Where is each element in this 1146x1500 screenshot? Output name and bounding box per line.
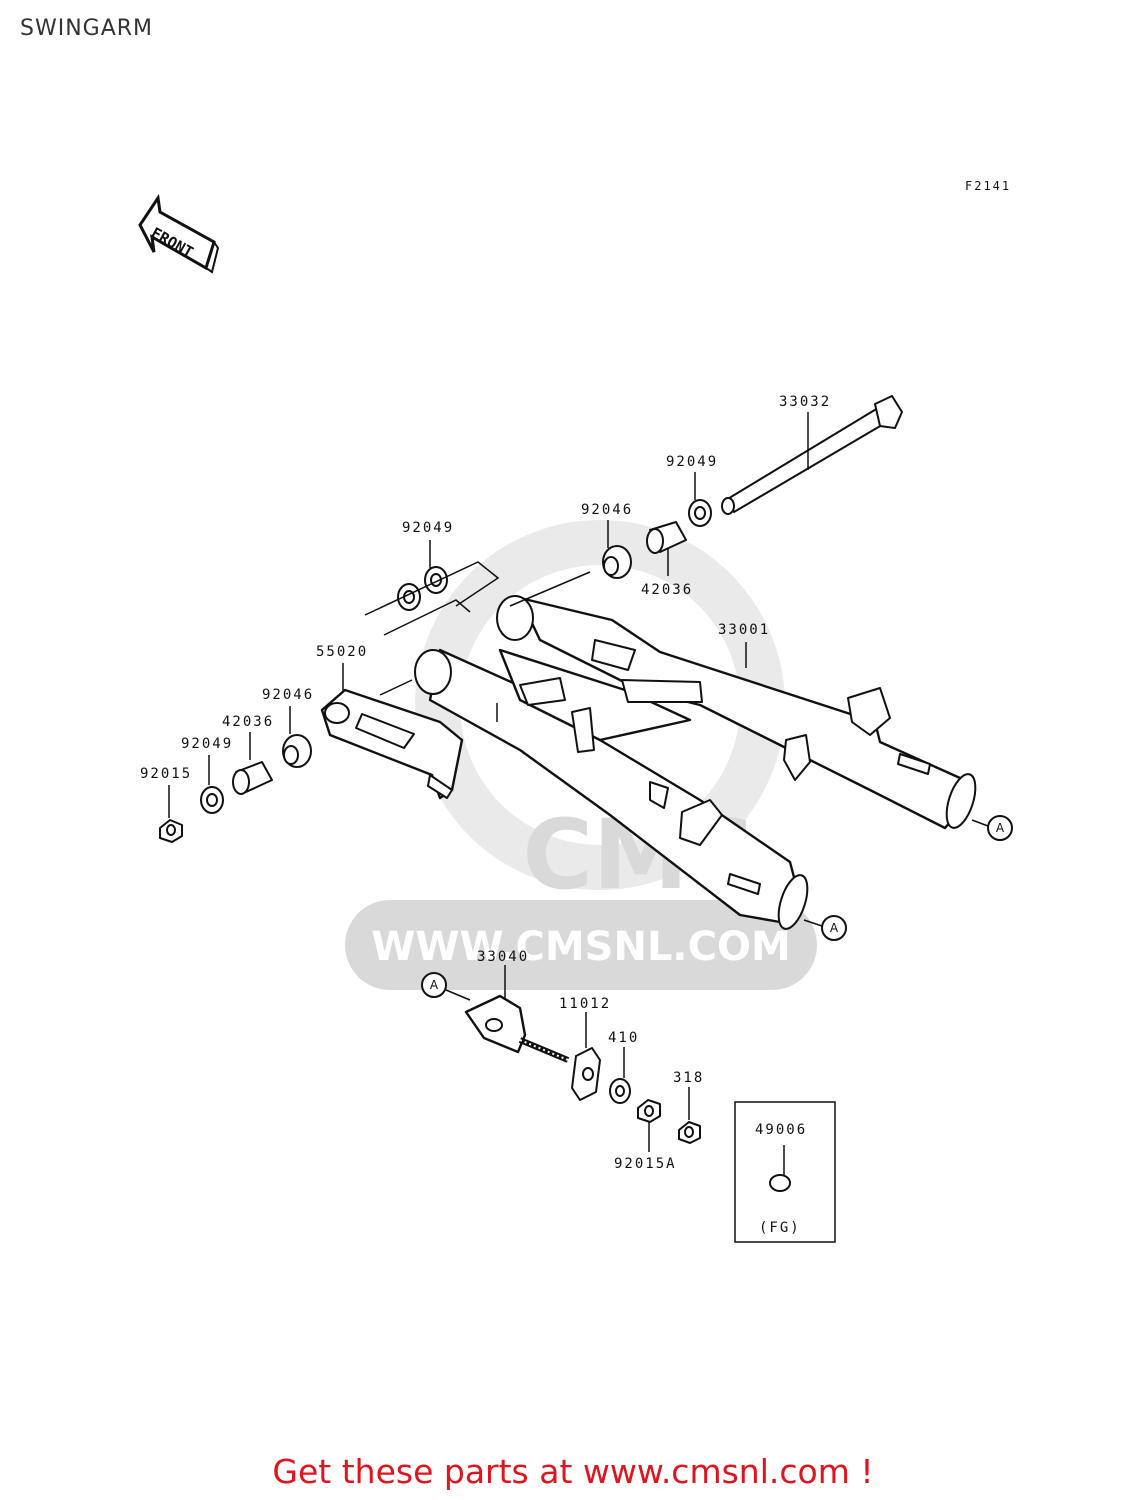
part-label-318: 318 bbox=[673, 1070, 704, 1086]
left-cap-lower bbox=[200, 786, 224, 814]
ref-marker-adjuster: A bbox=[430, 978, 439, 992]
ref-marker-circle bbox=[987, 815, 1013, 841]
part-label-92049: 92049 bbox=[666, 454, 718, 470]
left-sleeve bbox=[232, 761, 273, 795]
part-label-92015A: 92015A bbox=[614, 1156, 677, 1172]
figure-code: F2141 bbox=[965, 179, 1011, 193]
part-label-410: 410 bbox=[608, 1030, 639, 1046]
part-label-33032: 33032 bbox=[779, 394, 831, 410]
swingarm-frame bbox=[414, 595, 977, 930]
axle-bolt bbox=[721, 395, 903, 515]
part-label-92049-left-upper: 92049 bbox=[402, 520, 454, 536]
adjuster-nut bbox=[678, 1121, 701, 1144]
watermark-url: WWW.CMSNL.COM bbox=[371, 924, 791, 970]
lock-nut bbox=[637, 1099, 661, 1123]
right-sleeve bbox=[646, 521, 687, 554]
part-label-55020: 55020 bbox=[316, 644, 368, 660]
chain-adjuster bbox=[464, 994, 570, 1063]
swingarm-diagram: CMS WWW.CMSNL.COM F2141 FRONT bbox=[138, 179, 1013, 1243]
guide-line bbox=[383, 599, 471, 636]
page-title: SWINGARM bbox=[20, 16, 154, 41]
left-nut bbox=[159, 819, 183, 843]
ref-marker-circle bbox=[821, 915, 847, 941]
part-label-92046-left: 92046 bbox=[262, 687, 314, 703]
part-label-92015: 92015 bbox=[140, 766, 192, 782]
ref-marker-rear-lower: A bbox=[830, 921, 839, 935]
part-label-42036-right: 42036 bbox=[641, 582, 693, 598]
adjuster-plate bbox=[571, 1047, 601, 1101]
inset-box: 49006 (FG) bbox=[734, 1101, 836, 1243]
guide-line bbox=[364, 561, 500, 616]
inset-note: (FG) bbox=[759, 1220, 801, 1236]
left-bearing bbox=[282, 734, 312, 768]
promo-footer[interactable]: Get these parts at www.cmsnl.com ! bbox=[272, 1452, 874, 1491]
left-cap-upper bbox=[397, 566, 448, 611]
part-label-92046-right: 92046 bbox=[581, 502, 633, 518]
part-label-33001: 33001 bbox=[718, 622, 770, 638]
ref-marker-rear-upper: A bbox=[996, 821, 1005, 835]
part-label-49006: 49006 bbox=[755, 1122, 807, 1138]
front-arrow-icon: FRONT bbox=[138, 193, 220, 274]
part-label-42036-left: 42036 bbox=[222, 714, 274, 730]
ref-marker-circle bbox=[421, 972, 447, 998]
part-label-33040: 33040 bbox=[477, 949, 529, 965]
right-bearing bbox=[602, 545, 632, 579]
part-label-11012: 11012 bbox=[559, 996, 611, 1012]
chain-guide bbox=[320, 688, 464, 800]
washer bbox=[609, 1078, 631, 1104]
part-label-92049-left-lower: 92049 bbox=[181, 736, 233, 752]
